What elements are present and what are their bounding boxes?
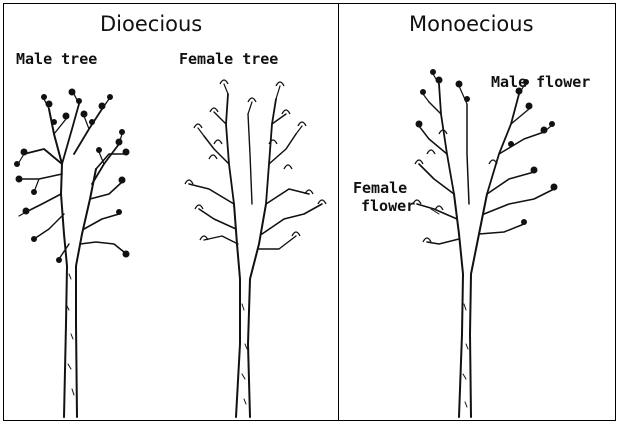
monoecious-tree-illustration bbox=[339, 4, 617, 422]
monoecious-panel: Monoecious Male flower Female flower bbox=[338, 3, 616, 421]
female-tree-illustration bbox=[4, 4, 340, 422]
dioecious-panel: Dioecious Male tree Female tree bbox=[3, 3, 339, 421]
